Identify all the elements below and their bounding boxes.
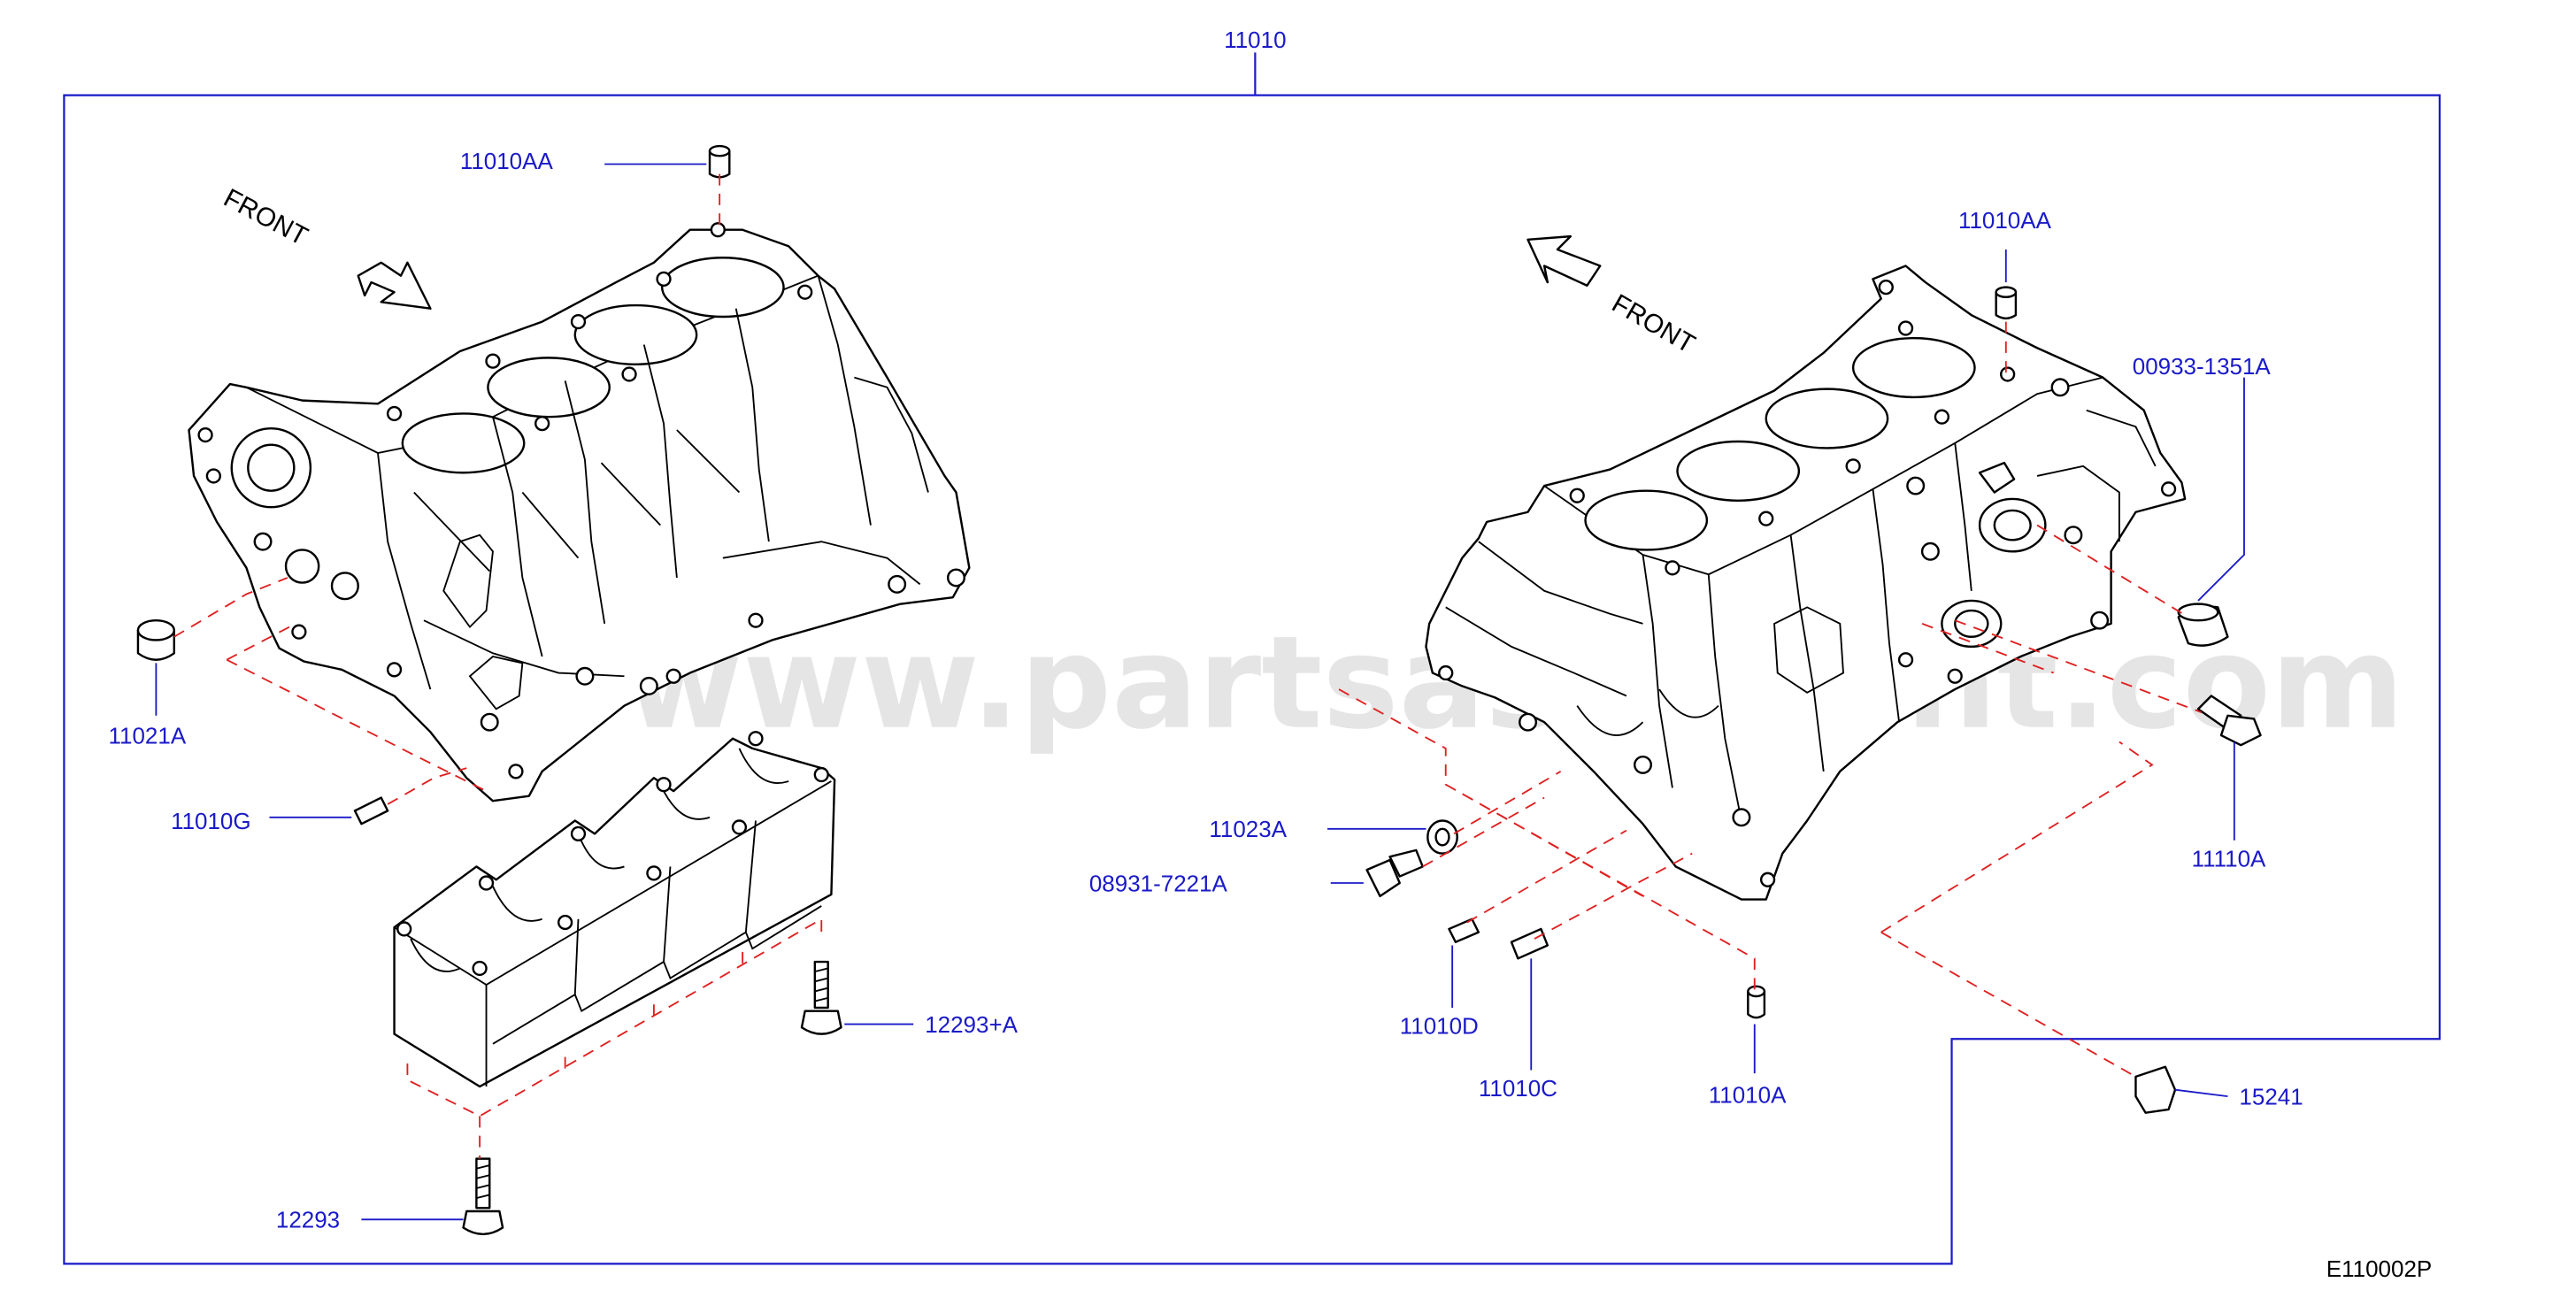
label-08931-7221A[interactable]: 08931-7221A — [1089, 870, 1228, 896]
label-12293-A[interactable]: 12293+A — [925, 1011, 1018, 1038]
washer-11023A — [1426, 819, 1458, 855]
cylinder-block-left — [188, 222, 971, 802]
label-00933-1351A[interactable]: 00933-1351A — [2133, 353, 2272, 380]
assembly-frame — [63, 52, 2441, 1265]
diagram-code: E110002P — [2326, 1255, 2432, 1282]
cylinder-block-right — [1425, 265, 2187, 901]
label-11010C[interactable]: 11010C — [1479, 1075, 1557, 1102]
bracket-15241 — [2134, 1065, 2177, 1114]
dowel-11010A — [1747, 985, 1766, 1019]
plug-11021A — [136, 618, 175, 661]
label-11010AA-left[interactable]: 11010AA — [460, 148, 554, 174]
bearing-cap-ladder — [393, 731, 836, 1088]
label-11010D[interactable]: 11010D — [1400, 1013, 1479, 1040]
label-11010AA-right[interactable]: 11010AA — [1958, 207, 2052, 234]
label-12293[interactable]: 12293 — [276, 1207, 340, 1233]
label-11110A[interactable]: 11110A — [2192, 845, 2266, 871]
plug-bolt-08931-7221A — [1365, 848, 1424, 898]
label-11010A[interactable]: 11010A — [1709, 1082, 1787, 1109]
bolt-12293-A — [800, 960, 842, 1035]
callouts-right — [1338, 321, 2203, 1078]
bolt-12293 — [462, 1157, 504, 1236]
label-11021A[interactable]: 11021A — [109, 722, 187, 749]
front-label-left: FRONT — [219, 183, 312, 251]
label-11010[interactable]: 11010 — [1224, 27, 1286, 53]
leaders — [155, 163, 2245, 1221]
callouts-left — [173, 173, 823, 1159]
pin-11010G — [353, 796, 389, 825]
label-11010G[interactable]: 11010G — [171, 808, 251, 834]
pin-11010D — [1448, 918, 1480, 943]
front-arrow-right: FRONT — [1526, 234, 1700, 359]
seal-00933-1351A — [2177, 603, 2229, 647]
label-11023A[interactable]: 11023A — [1209, 816, 1287, 842]
sensor-11110A — [2196, 695, 2262, 747]
pin-11010C — [1510, 927, 1549, 960]
dowel-11010AA-left — [708, 144, 731, 179]
dowel-11010AA-right — [1995, 286, 2018, 320]
label-15241[interactable]: 15241 — [2239, 1083, 2303, 1110]
front-label-right: FRONT — [1607, 288, 1700, 359]
front-arrow-left: FRONT — [219, 183, 432, 310]
